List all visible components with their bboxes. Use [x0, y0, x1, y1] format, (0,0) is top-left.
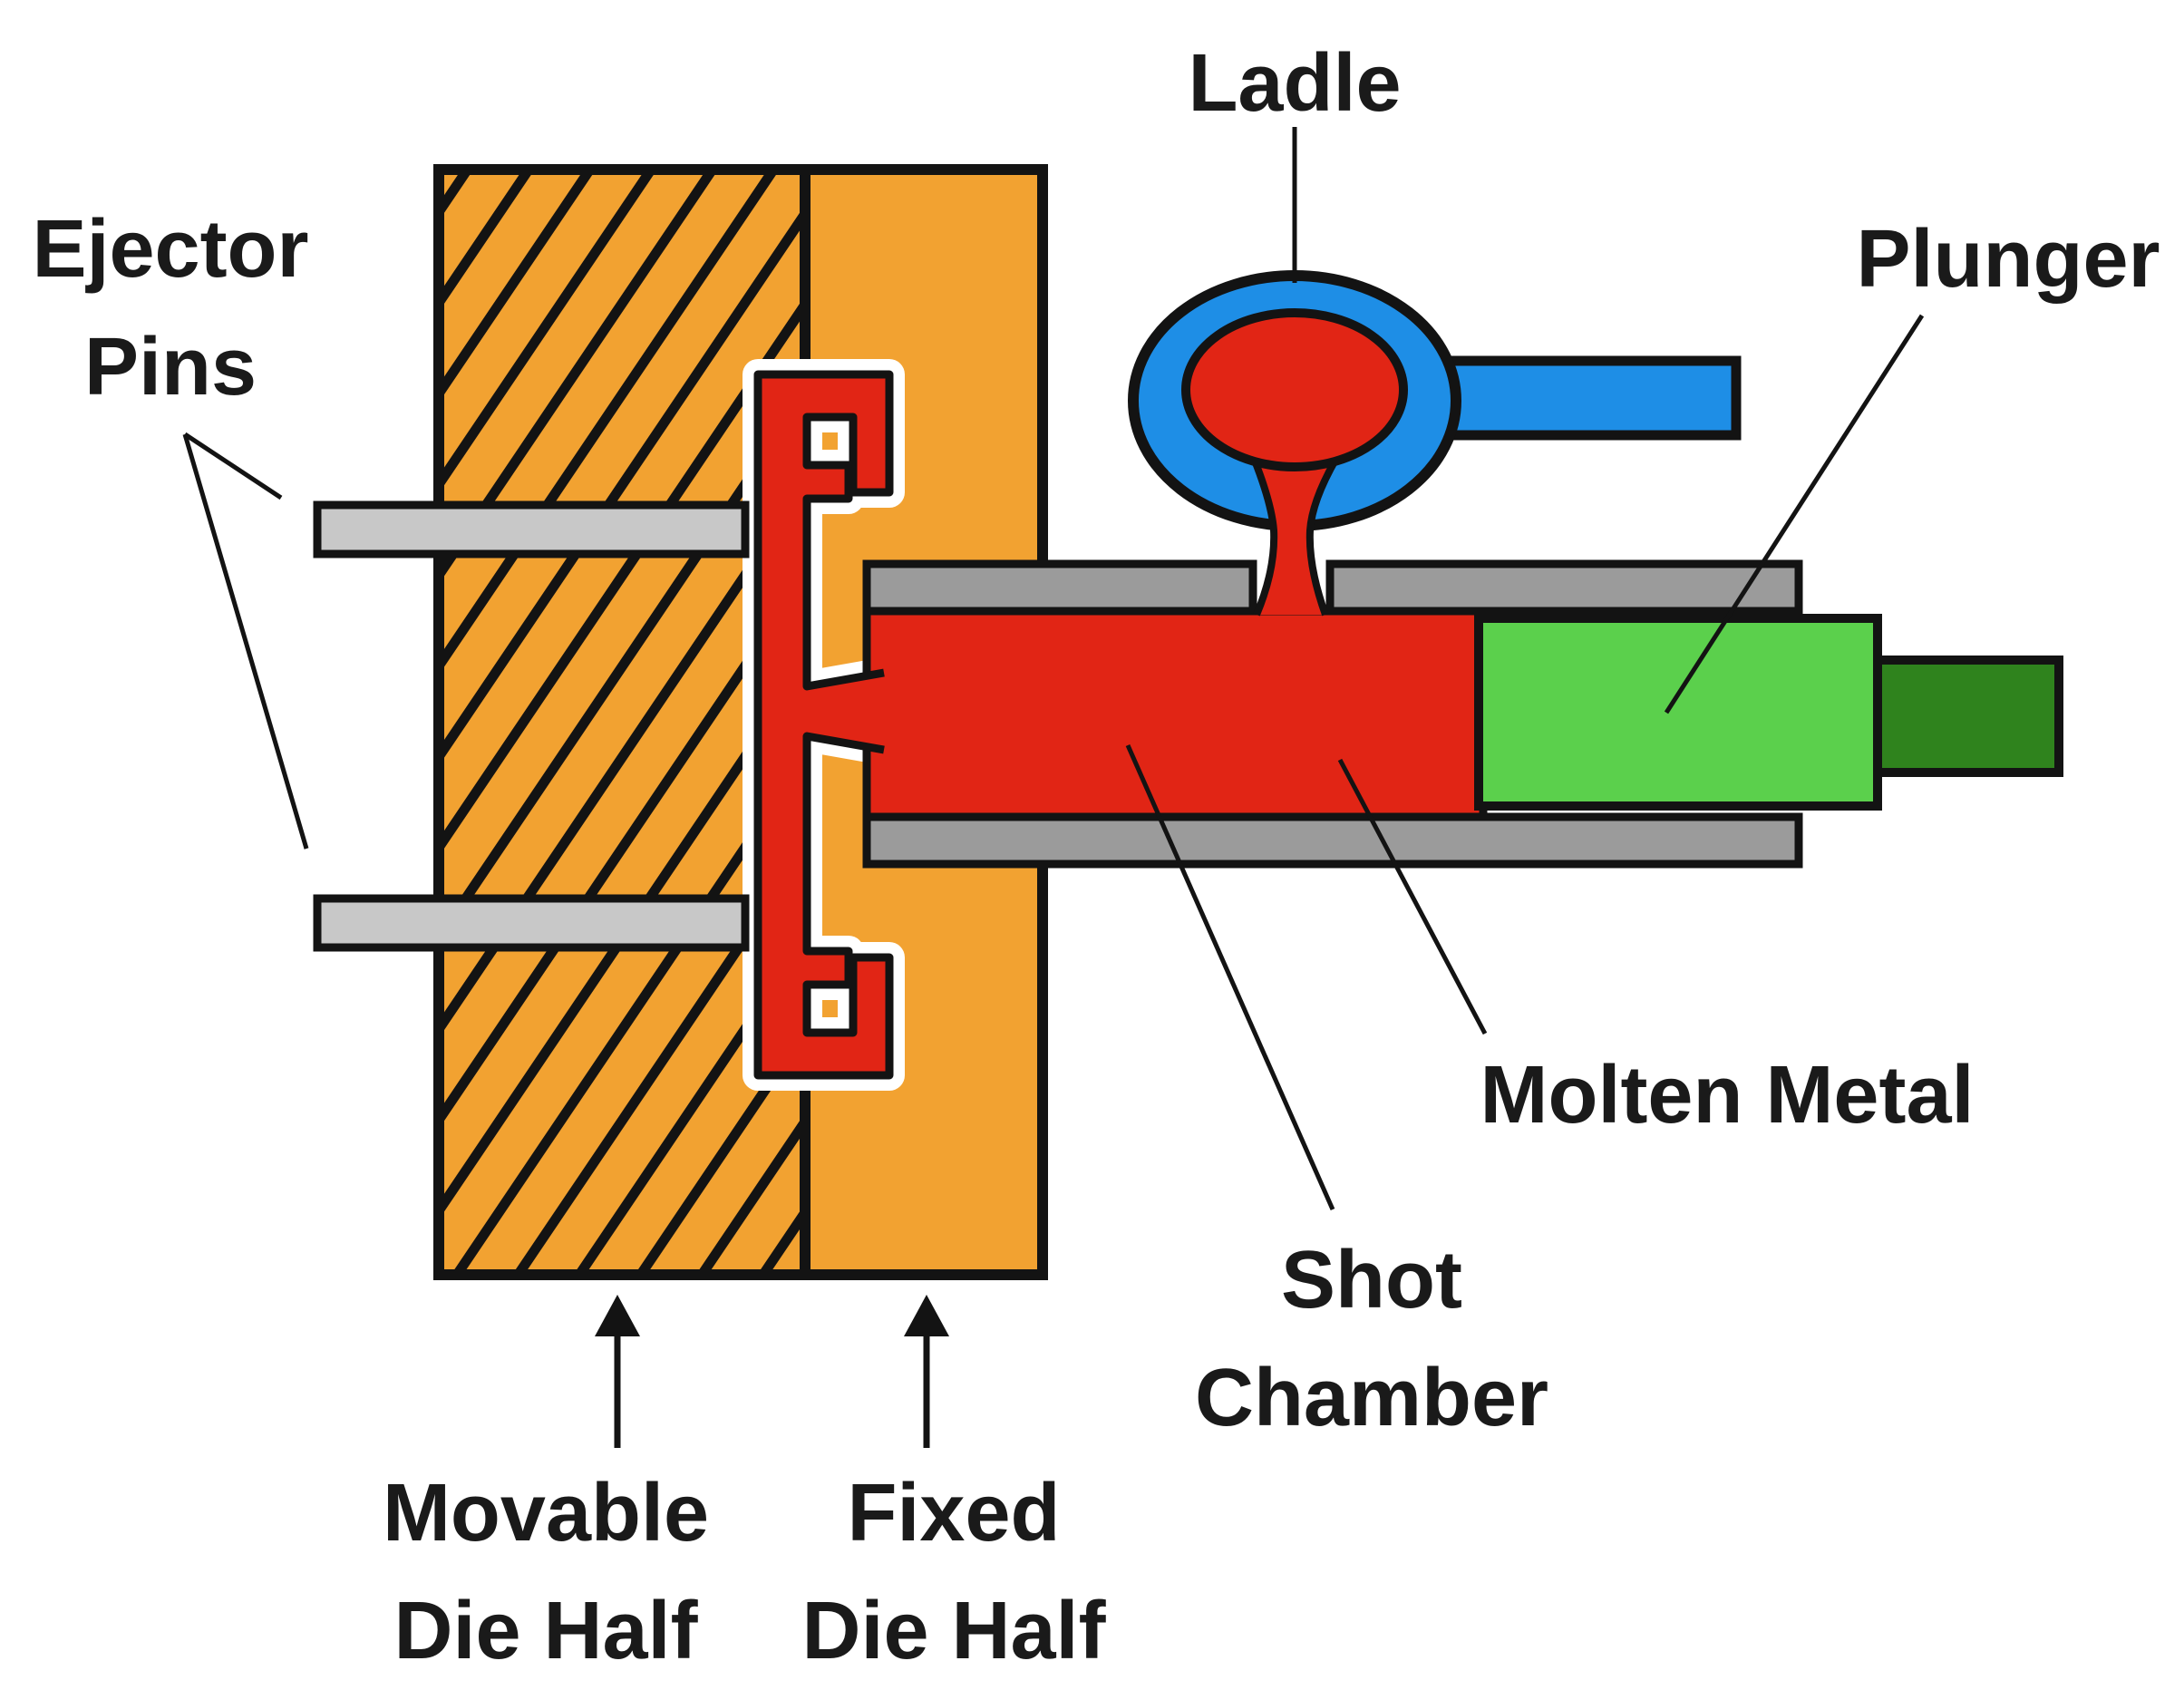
movable-die-half-label: Movable Die Half	[383, 1455, 709, 1690]
movable-die-arrow-head	[595, 1295, 640, 1336]
shot-chamber-label-line1: Shot	[1281, 1235, 1462, 1326]
cast-part-fill	[758, 374, 889, 1075]
ejector-pin-top	[313, 500, 750, 558]
ejector-pins-label-line1: Ejector	[32, 204, 309, 295]
plunger-rod	[1873, 656, 2063, 777]
fixed-die-half-label-line2: Die Half	[801, 1585, 1106, 1676]
ejector-pins-pointer-line-2	[182, 433, 309, 850]
ejector-pins-pointer-line-1	[183, 432, 283, 500]
fixed-die-arrow-head	[904, 1295, 949, 1336]
shot-chamber-label-line2: Chamber	[1194, 1352, 1549, 1443]
shot-chamber-wall-bottom	[862, 812, 1803, 869]
ejector-pins-label-line2: Pins	[83, 321, 257, 413]
ejector-pin-bottom	[313, 894, 750, 952]
plunger-label: Plunger	[1856, 214, 2160, 305]
ladle-label: Ladle	[1188, 38, 1402, 129]
shot-chamber-wall-top-left	[862, 559, 1257, 616]
molten-metal-in-chamber	[862, 607, 1488, 821]
ladle-handle	[1436, 355, 1742, 441]
molten-metal-pointer-line	[1337, 758, 1488, 1035]
fixed-die-half-label-line1: Fixed	[847, 1468, 1061, 1559]
movable-die-half-label-line1: Movable	[382, 1468, 710, 1559]
shot-chamber-label: Shot Chamber	[1195, 1222, 1548, 1457]
ladle-molten-metal	[1181, 308, 1408, 471]
plunger-pointer-line	[1664, 314, 1925, 714]
cast-part-outline	[753, 370, 894, 1080]
shot-chamber-wall-top-right	[1325, 559, 1803, 616]
fixed-die-half-label: Fixed Die Half	[801, 1455, 1105, 1690]
ejector-pins-label: Ejector Pins	[32, 191, 308, 426]
movable-die-half-label-line2: Die Half	[393, 1585, 698, 1676]
plunger-head	[1474, 614, 1882, 811]
shot-chamber-pointer-line	[1125, 743, 1335, 1211]
molten-metal-label: Molten Metal	[1480, 1050, 1975, 1141]
